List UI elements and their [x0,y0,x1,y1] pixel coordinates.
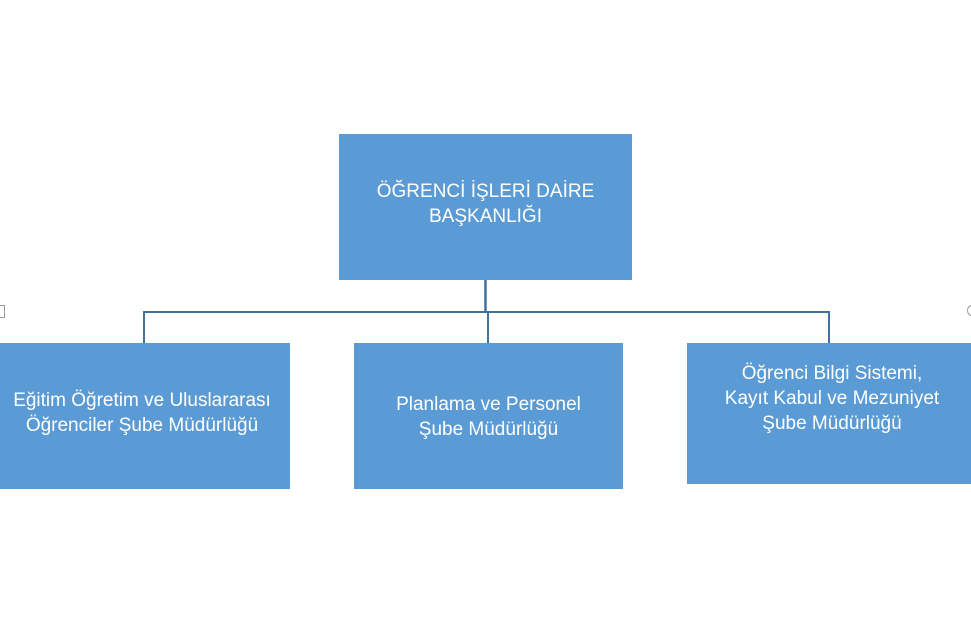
child-node-2-label: Planlama ve Personel Şube Müdürlüğü [396,394,581,440]
selection-handle-right[interactable] [967,305,971,316]
root-node-box[interactable]: ÖĞRENCİ İŞLERİ DAİRE BAŞKANLIĞI [339,134,632,280]
child-node-1-label: Eğitim Öğretim ve Uluslararası Öğrencile… [13,390,271,436]
selection-handle-left[interactable] [0,305,5,318]
root-node-label: ÖĞRENCİ İŞLERİ DAİRE BAŞKANLIĞI [376,181,595,227]
child-node-3-box[interactable]: Öğrenci Bilgi Sistemi, Kayıt Kabul ve Me… [687,343,971,484]
child-node-3-label: Öğrenci Bilgi Sistemi, Kayıt Kabul ve Me… [724,363,940,434]
child-node-2-box[interactable]: Planlama ve Personel Şube Müdürlüğü [354,343,623,489]
child-node-1-box[interactable]: Eğitim Öğretim ve Uluslararası Öğrencile… [0,343,290,489]
